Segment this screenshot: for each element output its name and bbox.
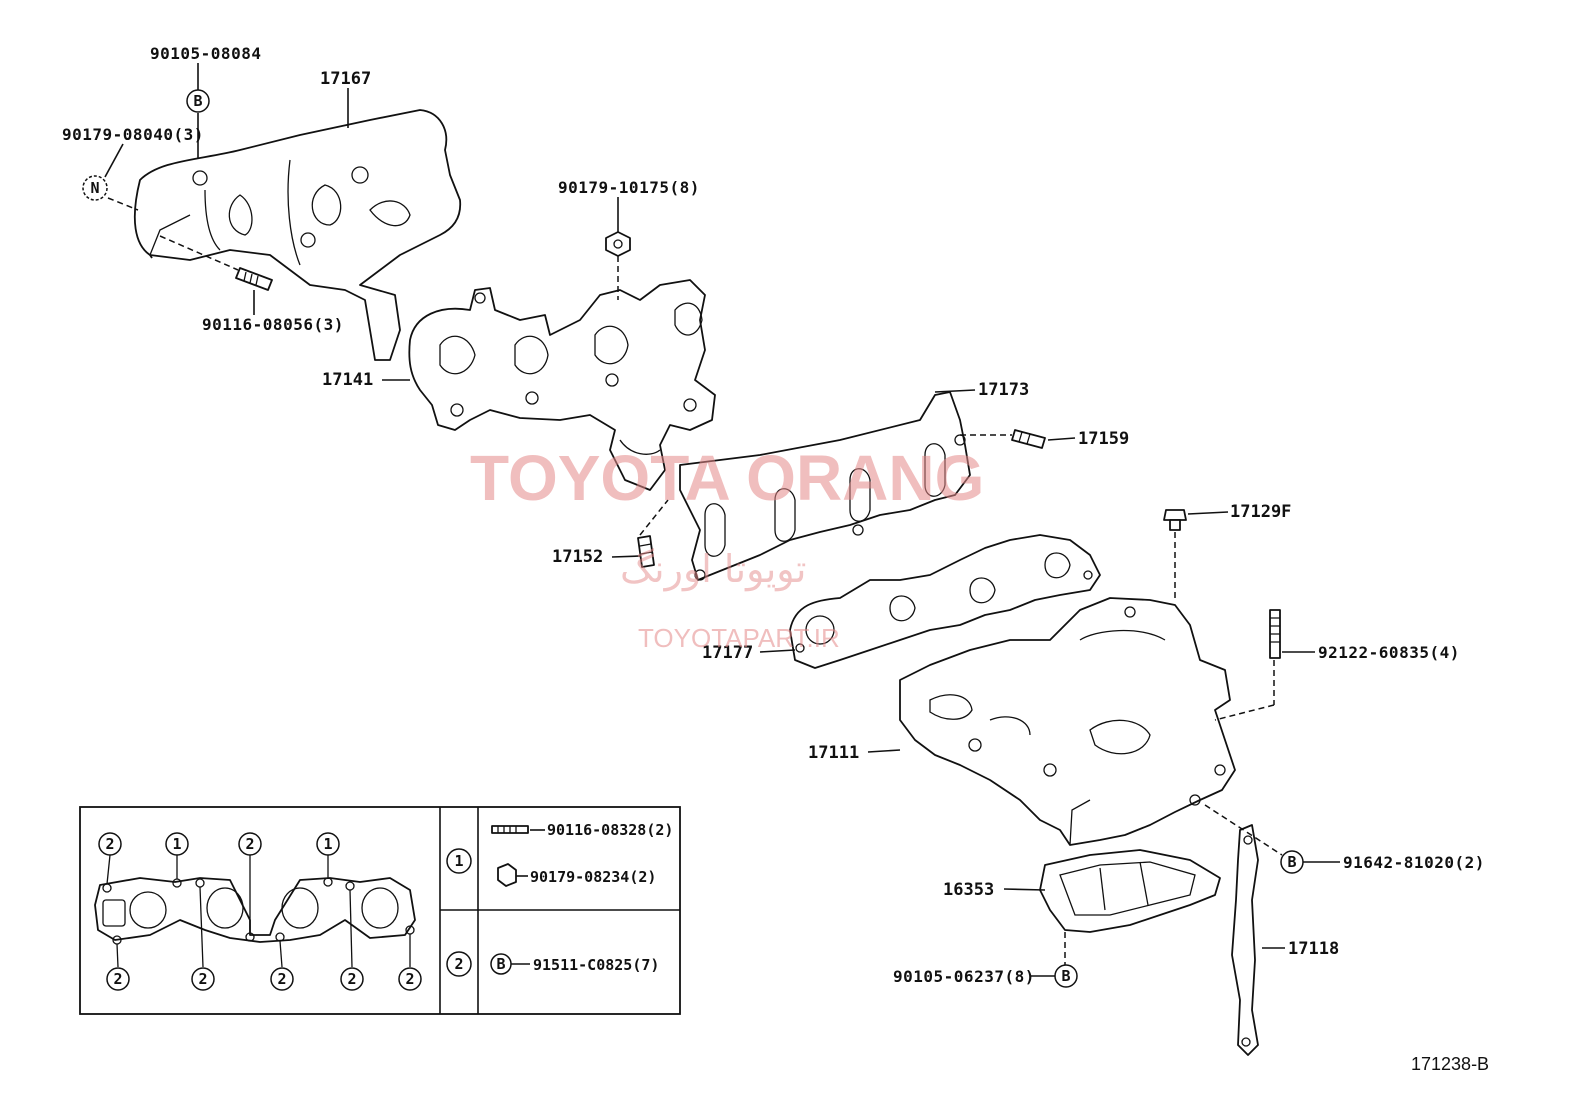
- inset-marker-2-a: 2: [98, 832, 122, 856]
- svg-text:1: 1: [172, 835, 181, 853]
- plug-17129F: [1163, 509, 1187, 531]
- inset-marker-2-g: 2: [398, 967, 422, 991]
- svg-text:2: 2: [277, 970, 286, 988]
- label-17152: 17152: [552, 547, 603, 567]
- label-90116-08056: 90116-08056(3): [202, 315, 344, 334]
- inset-marker-2-f: 2: [340, 967, 364, 991]
- label-17118: 17118: [1288, 939, 1339, 959]
- stud-90116-08056: [235, 267, 273, 291]
- watermark-persian: تویوتا اورنگ: [620, 547, 807, 592]
- inset-marker-2-b: 2: [238, 832, 262, 856]
- svg-text:2: 2: [113, 970, 122, 988]
- stay-17118: [1231, 824, 1259, 1056]
- gasket-17177: [789, 534, 1101, 669]
- label-90105-08084: 90105-08084: [150, 44, 261, 63]
- inset-marker-2-d: 2: [191, 967, 215, 991]
- callout-b-bottom: B: [1054, 964, 1078, 988]
- label-92122-60835: 92122-60835(4): [1318, 643, 1460, 662]
- label-90179-08040: 90179-08040(3): [62, 125, 204, 144]
- label-17141: 17141: [322, 370, 373, 390]
- stud-92122-60835: [1269, 609, 1281, 659]
- legend-stud-icon: [491, 825, 529, 834]
- inset-marker-2-e: 2: [270, 967, 294, 991]
- label-17129F: 17129F: [1230, 502, 1291, 522]
- stud-17159: [1011, 429, 1046, 449]
- callout-n: N: [82, 175, 108, 201]
- callout-b-top: B: [186, 89, 210, 113]
- svg-text:2: 2: [198, 970, 207, 988]
- svg-text:2: 2: [347, 970, 356, 988]
- svg-text:B: B: [1061, 967, 1070, 985]
- label-16353: 16353: [943, 880, 994, 900]
- svg-text:2: 2: [454, 955, 463, 973]
- legend-marker-1: 1: [446, 848, 472, 874]
- legend-marker-2: 2: [446, 951, 472, 977]
- label-17173: 17173: [978, 380, 1029, 400]
- label-17111: 17111: [808, 743, 859, 763]
- diagram-code: 171238-B: [1411, 1054, 1489, 1074]
- intake-manifold-17111: [899, 597, 1236, 846]
- label-91642-81020: 91642-81020(2): [1343, 853, 1485, 872]
- legend-90179-08234: 90179-08234(2): [530, 868, 656, 886]
- callout-b-right: B: [1280, 850, 1304, 874]
- stud-17152: [637, 535, 655, 568]
- gasket-17173: [679, 391, 971, 581]
- legend-b-marker: B: [490, 953, 512, 975]
- label-90105-06237: 90105-06237(8): [893, 967, 1035, 986]
- plate-16353: [1039, 849, 1221, 933]
- inset-marker-2-c: 2: [106, 967, 130, 991]
- legend-91511-c0825: 91511-C0825(7): [533, 956, 659, 974]
- svg-text:2: 2: [405, 970, 414, 988]
- label-17159: 17159: [1078, 429, 1129, 449]
- svg-text:N: N: [90, 179, 99, 197]
- svg-text:B: B: [1287, 853, 1296, 871]
- inset-marker-1-b: 1: [316, 832, 340, 856]
- svg-text:1: 1: [454, 852, 463, 870]
- svg-text:2: 2: [105, 835, 114, 853]
- svg-text:B: B: [193, 92, 202, 110]
- label-17167: 17167: [320, 69, 371, 89]
- nut-90179-10175: [605, 231, 631, 257]
- leader-lines: [104, 63, 1340, 977]
- heat-insulator-17167: [133, 109, 462, 361]
- watermark-site: TOYOTAPART.IR: [638, 623, 840, 653]
- watermark-main: TOYOTA ORANG: [470, 442, 984, 514]
- legend-90116-08328: 90116-08328(2): [547, 821, 673, 839]
- exhaust-manifold-17141: [408, 279, 716, 491]
- inset-bolt-pattern: 2 1 2 1 2 2 2 2 2 1 2 90116-08328(2) 901…: [79, 806, 681, 1015]
- svg-text:1: 1: [323, 835, 332, 853]
- stud-small-left: [149, 254, 153, 259]
- inset-marker-1-a: 1: [165, 832, 189, 856]
- label-90179-10175: 90179-10175(8): [558, 178, 700, 197]
- legend-nut-icon: [497, 863, 517, 887]
- svg-text:B: B: [496, 955, 505, 973]
- svg-text:2: 2: [245, 835, 254, 853]
- label-17177: 17177: [702, 643, 753, 663]
